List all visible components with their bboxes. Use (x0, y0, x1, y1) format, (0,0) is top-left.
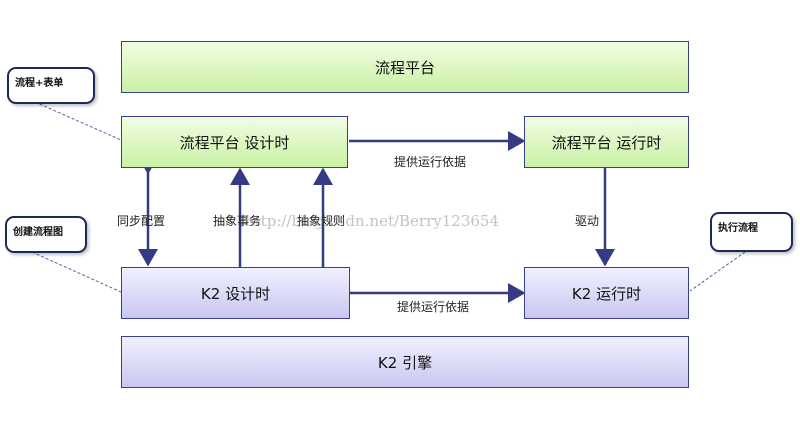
callout-execute-flow-text: 执行流程 (718, 223, 758, 234)
sync-config-label: 同步配置 (117, 214, 166, 228)
callout-create-flow: 创建流程图 (5, 216, 87, 253)
callout-process-form-text: 流程+表单 (15, 78, 64, 89)
k2-design-label: K2 设计时 (200, 284, 271, 303)
watermark: http://blog.csdn.net/Berry123654 (245, 212, 500, 230)
callout-leader-process-form (34, 101, 122, 141)
abstract-rule-label: 抽象规则 (297, 214, 346, 228)
callout-execute-flow: 执行流程 (710, 212, 793, 252)
drive-label: 驱动 (575, 214, 600, 228)
platform-box-label: 流程平台 (374, 58, 435, 77)
callout-process-form: 流程+表单 (7, 67, 95, 104)
run-time-label: 流程平台 运行时 (551, 133, 662, 152)
design-time-box: 流程平台 设计时 (121, 116, 348, 168)
callout-leader-execute-flow (689, 251, 746, 292)
k2-run-label: K2 运行时 (571, 284, 642, 303)
design-time-label: 流程平台 设计时 (179, 133, 290, 152)
k2-engine-box: K2 引擎 (121, 336, 689, 388)
callout-create-flow-text: 创建流程图 (13, 227, 63, 238)
k2-engine-label: K2 引擎 (377, 353, 433, 372)
run-time-box: 流程平台 运行时 (524, 116, 689, 168)
callout-leader-create-flow (31, 251, 122, 293)
provide-top-label: 提供运行依据 (394, 155, 467, 169)
abstract-event-label: 抽象事务 (213, 214, 262, 228)
provide-bottom-label: 提供运行依据 (397, 300, 470, 314)
platform-box: 流程平台 (121, 41, 689, 93)
k2-run-box: K2 运行时 (524, 267, 689, 319)
k2-design-box: K2 设计时 (121, 267, 350, 319)
